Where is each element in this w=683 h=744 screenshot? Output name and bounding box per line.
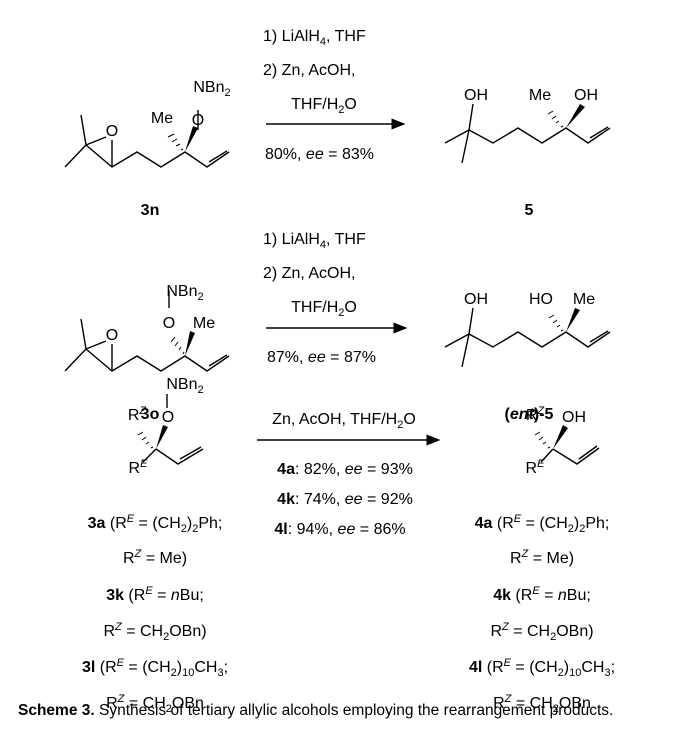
product-list-line: RZ = Me) <box>509 548 575 568</box>
product-list-line: 4k (RE = nBu; <box>493 585 591 605</box>
product-list-line: RZ = CH2OBn) <box>490 621 594 643</box>
sm-list-line: RZ = CH2OBn) <box>103 621 207 643</box>
product-list-line: 4l (RE = (CH2)10CH3; <box>468 657 616 679</box>
figure-caption: Scheme 3. Synthesis of tertiary allylic … <box>18 700 678 721</box>
sm-list-line: RZ = Me) <box>122 548 188 568</box>
conditions-line: THF/H2O <box>291 96 357 116</box>
caption-label: Scheme 3. <box>18 702 95 719</box>
compound-label: 3o <box>140 406 160 423</box>
conditions-line: 2) Zn, AcOH, <box>263 62 356 79</box>
conditions-line: THF/H2O <box>291 299 357 319</box>
conditions-line: 2) Zn, AcOH, <box>263 265 356 282</box>
compound-label: 3n <box>140 202 160 219</box>
conditions-line: Zn, AcOH, THF/H2O <box>272 411 416 431</box>
conditions-line: 1) LiAlH4, THF <box>263 231 366 251</box>
compound-label: (ent)-5 <box>504 406 554 423</box>
atom-label: RZ <box>525 405 545 425</box>
atom-label: Me <box>528 87 552 104</box>
structure-5 <box>444 103 611 164</box>
product-list-line: RZ = CH2OBn <box>493 693 591 715</box>
yield-text: 4l: 94%, ee = 86% <box>274 521 406 538</box>
atom-label: O <box>191 112 205 129</box>
atom-label: Me <box>192 315 216 332</box>
atom-label: RE <box>525 458 545 478</box>
atom-label: O <box>105 327 119 344</box>
sm-list-line: 3l (RE = (CH2)10CH3; <box>81 657 229 679</box>
sm-list-line: RZ = CH2OBn <box>106 693 204 715</box>
caption-text: Synthesis of tertiary allylic alcohols e… <box>94 702 614 719</box>
atom-label: NBn2 <box>166 376 204 396</box>
yield-text: 87%, ee = 87% <box>267 349 376 366</box>
atom-label: Me <box>150 110 174 127</box>
atom-label: O <box>105 123 119 140</box>
atom-label: O <box>161 409 175 426</box>
structure-3o <box>64 290 230 372</box>
atom-label: NBn2 <box>193 79 231 99</box>
atom-label: OH <box>562 409 586 426</box>
atom-label: NBn2 <box>166 283 204 303</box>
product-list-line: 4a (RE = (CH2)2Ph; <box>474 513 610 535</box>
atom-label: RZ <box>127 405 147 425</box>
atom-label: OH <box>464 291 488 308</box>
sm-list-line: 3a (RE = (CH2)2Ph; <box>87 513 223 535</box>
structure-4-general <box>534 425 600 465</box>
atom-label: HO <box>529 291 553 308</box>
atom-label: O <box>162 315 176 332</box>
atom-label: Me <box>572 291 596 308</box>
compound-label: 5 <box>524 202 534 219</box>
yield-text: 80%, ee = 83% <box>265 146 374 163</box>
yield-text: 4a: 82%, ee = 93% <box>277 461 413 478</box>
sm-list-line: 3k (RE = nBu; <box>106 585 204 605</box>
atom-label: OH <box>464 87 488 104</box>
atom-label: RE <box>128 458 148 478</box>
structure-ent-5 <box>444 307 611 368</box>
conditions-line: 1) LiAlH4, THF <box>263 28 366 48</box>
yield-text: 4k: 74%, ee = 92% <box>277 491 413 508</box>
structure-3-general <box>137 394 204 465</box>
structure-3n <box>64 110 230 168</box>
atom-label: OH <box>574 87 598 104</box>
